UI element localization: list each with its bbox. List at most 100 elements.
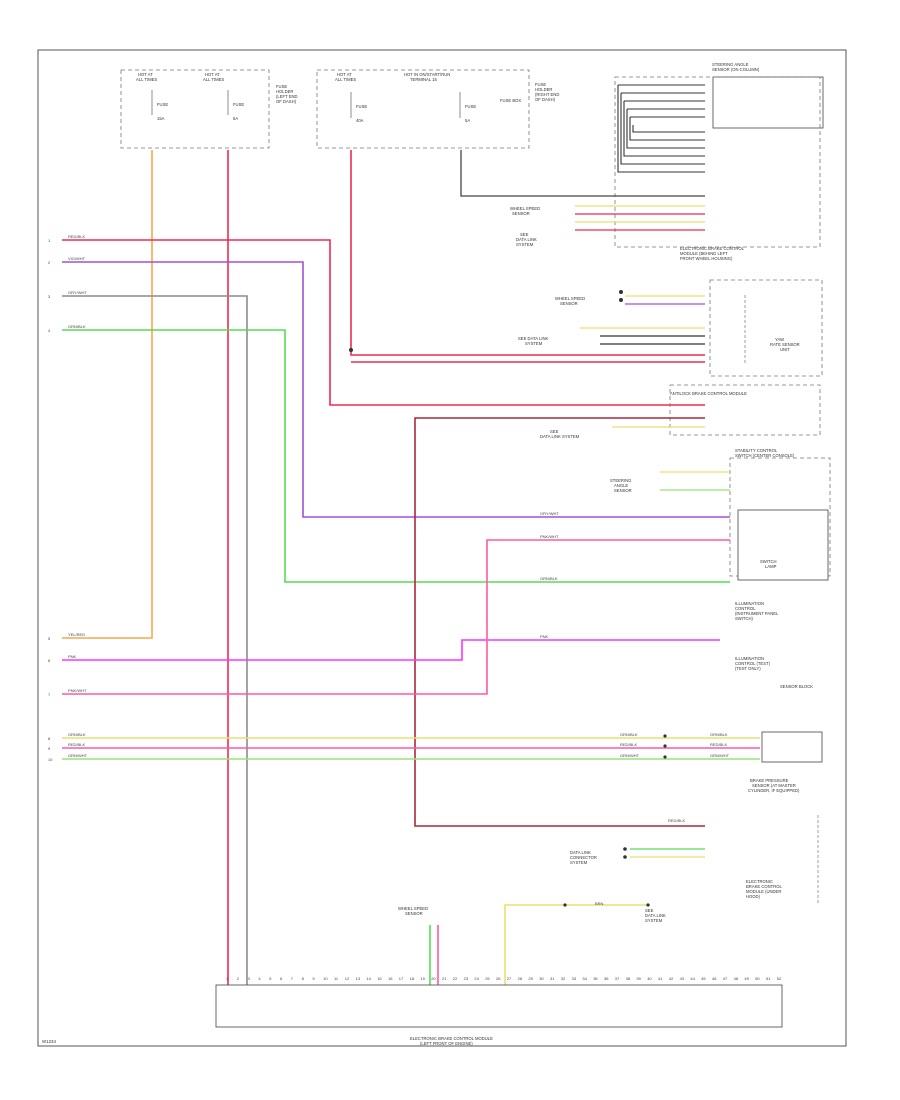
yaw-rate-sensor: YAW RATE SENSOR UNIT xyxy=(709,279,823,377)
module-pin-number: 37 xyxy=(615,976,620,981)
module-pin-number: 1 xyxy=(226,976,229,981)
svg-text:UNIT: UNIT xyxy=(780,347,790,352)
svg-text:FUSE: FUSE xyxy=(276,84,287,89)
svg-text:VIO/WHT: VIO/WHT xyxy=(68,256,86,261)
svg-text:SWITCH: SWITCH xyxy=(760,559,777,564)
svg-text:SWITCH (CENTER CONSOLE): SWITCH (CENTER CONSOLE) xyxy=(735,453,795,458)
svg-text:MODULE (BEHIND LEFT: MODULE (BEHIND LEFT xyxy=(680,251,728,256)
svg-text:SENSOR: SENSOR xyxy=(405,911,423,916)
svg-text:FUSE: FUSE xyxy=(356,104,367,109)
svg-text:RED/BLK: RED/BLK xyxy=(620,742,637,747)
module-pin-number: 4 xyxy=(258,976,261,981)
antilock-module: ANTILOCK BRAKE CONTROL MODULE SEE DATA L… xyxy=(540,384,821,439)
svg-text:RED/BLK: RED/BLK xyxy=(668,818,685,823)
svg-text:5: 5 xyxy=(48,636,51,641)
module-pin-number: 9 xyxy=(312,976,315,981)
module-pin-number: 44 xyxy=(690,976,695,981)
svg-text:PNK: PNK xyxy=(68,654,77,659)
svg-text:LAMP: LAMP xyxy=(765,564,777,569)
svg-text:DATA LINK: DATA LINK xyxy=(645,913,666,918)
svg-text:FUSE: FUSE xyxy=(535,82,546,87)
svg-text:RED/BLK: RED/BLK xyxy=(710,742,727,747)
svg-text:ANGLE: ANGLE xyxy=(614,483,628,488)
svg-text:ALL TIMES: ALL TIMES xyxy=(136,77,157,82)
svg-text:WHEEL SPEED: WHEEL SPEED xyxy=(510,206,540,211)
brake-pressure-sensor: BRAKE PRESSURE SENSOR (AT MASTER CYLINDE… xyxy=(748,731,823,793)
svg-text:10: 10 xyxy=(48,757,53,762)
module-pin-number: 51 xyxy=(766,976,771,981)
yaw-wires: WHEEL SPEED SENSOR SEE DATA LINK SYSTEM xyxy=(460,150,705,247)
module-pin-number: 14 xyxy=(366,976,371,981)
svg-text:FUSE: FUSE xyxy=(465,104,476,109)
svg-text:GRY/WHT: GRY/WHT xyxy=(540,511,559,516)
fuse-box-left: HOT AT ALL TIMES HOT AT ALL TIMES FUSE F… xyxy=(120,69,298,149)
svg-text:FUSE: FUSE xyxy=(233,102,244,107)
svg-text:SEE: SEE xyxy=(550,429,559,434)
svg-text:HOOD): HOOD) xyxy=(746,894,761,899)
svg-text:4: 4 xyxy=(48,328,51,333)
module-pin-number: 20 xyxy=(431,976,436,981)
svg-text:GRN/BLK: GRN/BLK xyxy=(68,324,86,329)
svg-text:ILLUMINATION: ILLUMINATION xyxy=(735,656,764,661)
svg-text:SEE: SEE xyxy=(520,232,529,237)
svg-text:SENSOR: SENSOR xyxy=(614,488,632,493)
svg-text:GRN/BLK: GRN/BLK xyxy=(620,732,638,737)
page-code: W1234 xyxy=(42,1039,56,1044)
svg-text:GRN/BLK: GRN/BLK xyxy=(540,576,558,581)
svg-text:STEERING ANGLE: STEERING ANGLE xyxy=(712,62,749,67)
svg-text:SENSOR BLOCK: SENSOR BLOCK xyxy=(780,684,813,689)
svg-text:RED/BLK: RED/BLK xyxy=(68,742,85,747)
svg-text:FRONT WHEEL HOUSING): FRONT WHEEL HOUSING) xyxy=(680,256,733,261)
module-pin-number: 52 xyxy=(777,976,782,981)
svg-text:FUSE BOX: FUSE BOX xyxy=(500,98,521,103)
module-pin-number: 50 xyxy=(755,976,760,981)
svg-text:HOT IN ON/START/RUN: HOT IN ON/START/RUN xyxy=(404,72,450,77)
module-pin-number: 12 xyxy=(345,976,350,981)
svg-text:DATA LINK: DATA LINK xyxy=(516,237,537,242)
fuse-box-mid: HOT AT ALL TIMES HOT IN ON/START/RUN TER… xyxy=(316,69,559,149)
module-pin-number: 36 xyxy=(604,976,609,981)
module-pin-number: 29 xyxy=(528,976,533,981)
svg-text:SENSOR: SENSOR xyxy=(512,211,530,216)
svg-text:HOLDER: HOLDER xyxy=(535,87,552,92)
svg-text:SYSTEM: SYSTEM xyxy=(570,860,588,865)
module-pin-number: 7 xyxy=(291,976,294,981)
module-pin-number: 33 xyxy=(572,976,577,981)
svg-text:HOT AT: HOT AT xyxy=(337,72,352,77)
svg-text:HOLDER: HOLDER xyxy=(276,89,293,94)
module-pin-number: 19 xyxy=(420,976,425,981)
svg-text:GRY/WHT: GRY/WHT xyxy=(68,290,87,295)
svg-text:ILLUMINATION: ILLUMINATION xyxy=(735,601,764,606)
svg-text:40A: 40A xyxy=(356,118,364,123)
module-pin-number: 32 xyxy=(561,976,566,981)
svg-text:SYSTEM: SYSTEM xyxy=(645,918,663,923)
svg-text:ELECTRONIC: ELECTRONIC xyxy=(746,879,773,884)
module-pin-number: 35 xyxy=(593,976,598,981)
svg-text:STEERING: STEERING xyxy=(610,478,631,483)
module-pin-number: 22 xyxy=(453,976,458,981)
svg-text:3: 3 xyxy=(48,294,51,299)
module-pin-number: 47 xyxy=(723,976,728,981)
module-pin-number: 16 xyxy=(388,976,393,981)
svg-text:SYSTEM: SYSTEM xyxy=(516,242,534,247)
module-pin-number: 23 xyxy=(464,976,469,981)
svg-text:ELECTRONIC BRAKE CONTROL MODUL: ELECTRONIC BRAKE CONTROL MODULE xyxy=(410,1036,493,1041)
svg-text:ALL TIMES: ALL TIMES xyxy=(335,77,356,82)
module-pin-number: 49 xyxy=(744,976,749,981)
svg-text:CONTROL (TEST): CONTROL (TEST) xyxy=(735,661,771,666)
pin-numbers-left: 1 2 3 4 5 6 7 8 9 10 xyxy=(48,238,53,762)
steering-angle-block: STEERING ANGLE SENSOR (ON COLUMN) ELECTR… xyxy=(614,62,824,261)
svg-text:1: 1 xyxy=(48,238,51,243)
svg-text:YEL/RED: YEL/RED xyxy=(68,632,85,637)
module-pin-number: 18 xyxy=(410,976,415,981)
svg-text:STABILITY CONTROL: STABILITY CONTROL xyxy=(735,448,778,453)
stability-switch: STABILITY CONTROL SWITCH (CENTER CONSOLE… xyxy=(610,448,831,689)
wire-labels: RED/BLK VIO/WHT GRY/WHT GRN/BLK YEL/RED … xyxy=(68,234,730,906)
module-pin-number: 39 xyxy=(636,976,641,981)
svg-text:PNK/WHT: PNK/WHT xyxy=(540,534,559,539)
connector-dots xyxy=(349,290,667,907)
svg-text:BRAKE PRESSURE: BRAKE PRESSURE xyxy=(750,778,789,783)
module-pin-number: 17 xyxy=(399,976,404,981)
svg-text:(RIGHT END: (RIGHT END xyxy=(535,92,559,97)
